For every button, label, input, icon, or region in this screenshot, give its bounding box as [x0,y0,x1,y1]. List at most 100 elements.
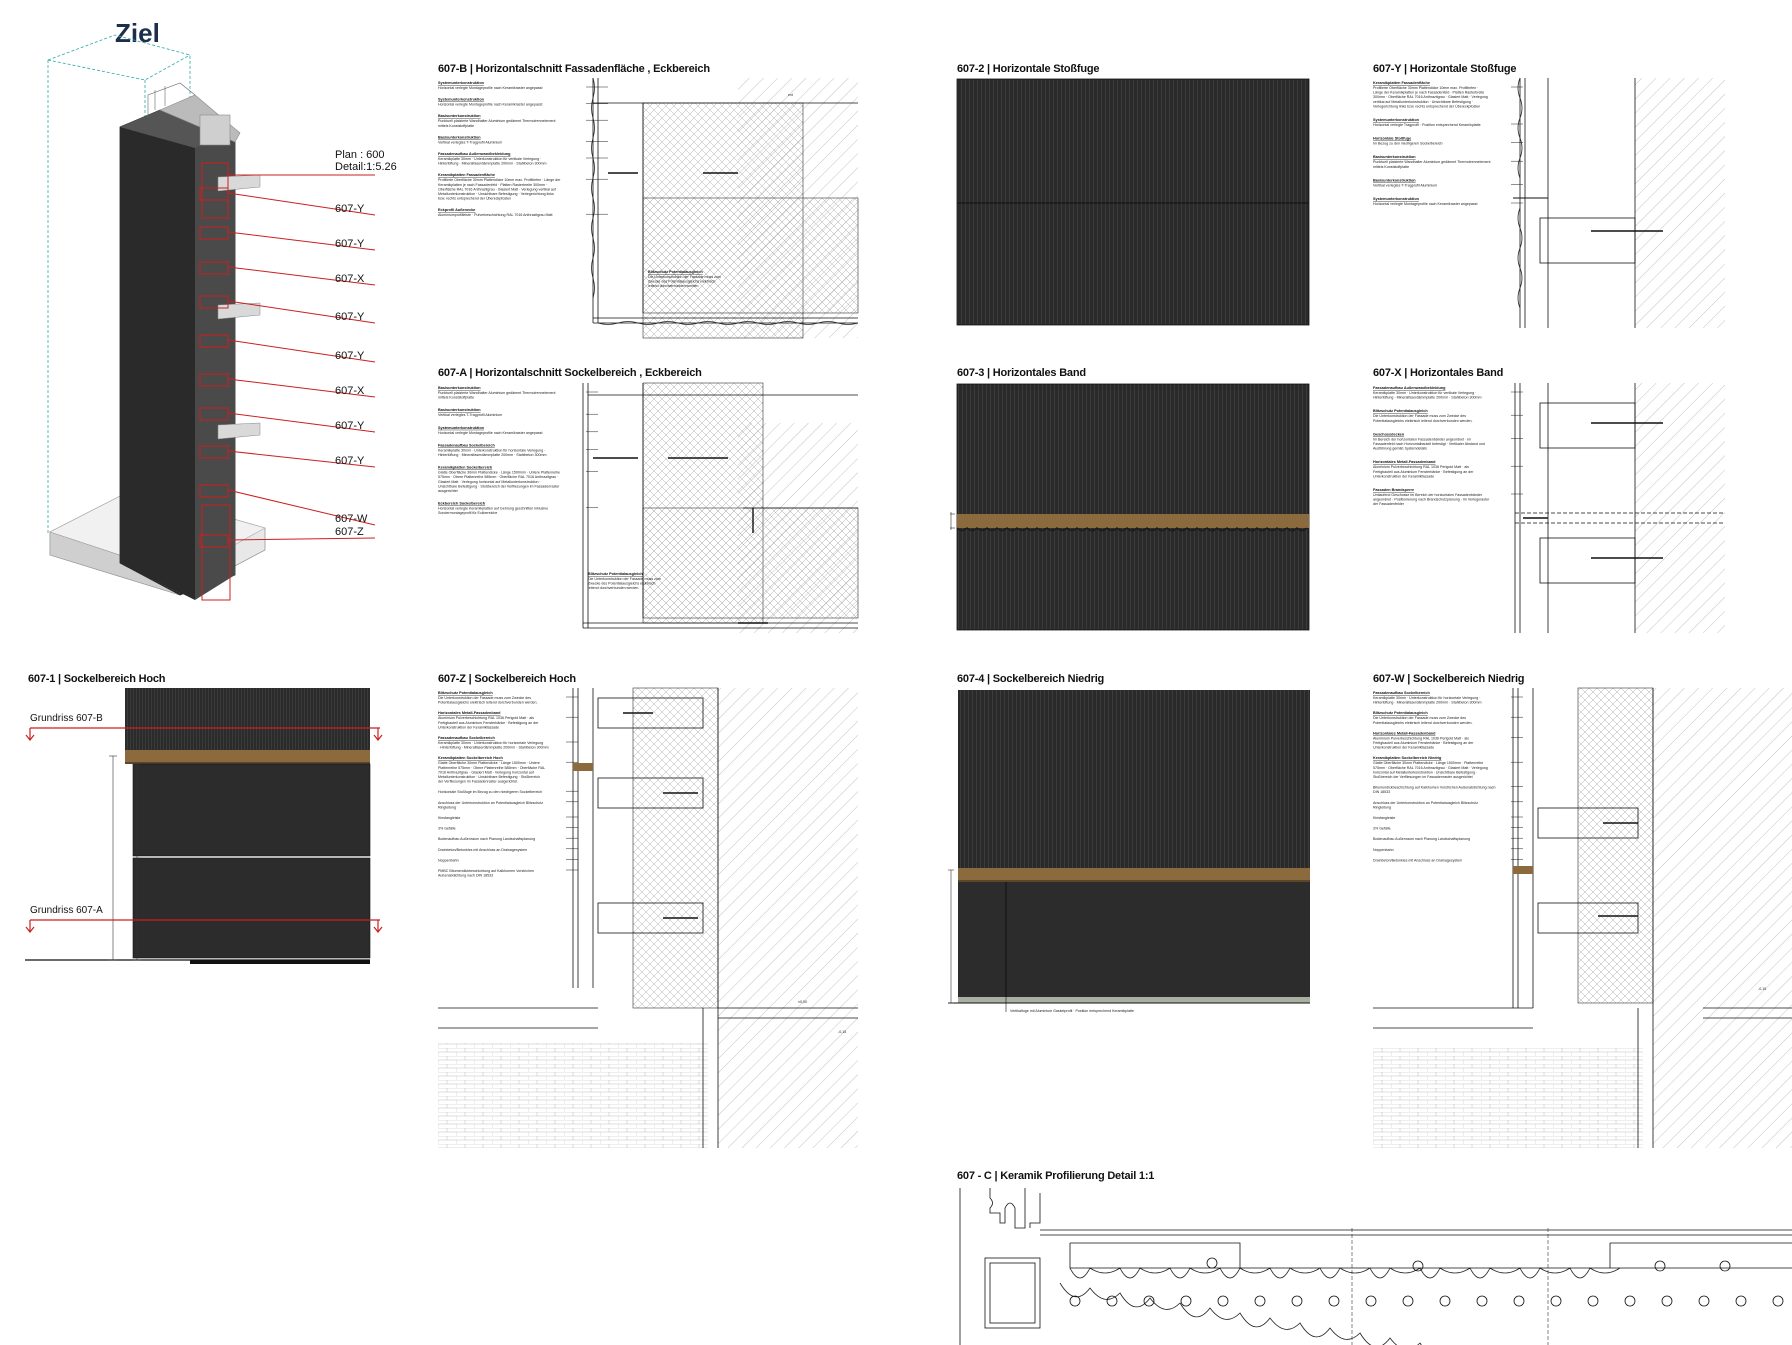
panel-title-607-Y: 607-Y | Horizontale Stoßfuge [1373,63,1517,75]
svg-text:Basisunterkonstruktion: Basisunterkonstruktion [438,114,481,118]
annotation-note: Noppenbahn [1373,848,1523,852]
panel-title-607-4: 607-4 | Sockelbereich Niedrig [957,673,1105,685]
svg-text:Hinterlüftung · Mineralfaserdä: Hinterlüftung · Mineralfaserdämmplatte 2… [1373,396,1481,400]
svg-text:Kiesfangleiste: Kiesfangleiste [1373,816,1395,820]
svg-text:Keramikplatten Fassadenfläche: Keramikplatten Fassadenfläche [1373,81,1430,85]
panel-title-607-1: 607-1 | Sockelbereich Hoch [28,673,166,685]
profile-hole [1439,1295,1451,1307]
svg-text:Horizontal verlegte Keramikpla: Horizontal verlegte Keramikplatten auf G… [438,507,548,511]
svg-text:Vertikal verlegtes T-Tragprofi: Vertikal verlegtes T-Tragprofil Aluminiu… [1373,183,1437,187]
callout-box-plan [201,162,229,219]
profile-hole [1106,1295,1118,1307]
svg-text:Außenabdichtung nach DIN 18533: Außenabdichtung nach DIN 18533 [438,874,493,878]
svg-text:Aluminium Pulverbeschichtung R: Aluminium Pulverbeschichtung RAL 1036 Pe… [1373,465,1469,469]
svg-text:Potentialausgleichs elektrisch: Potentialausgleichs elektrisch leitend d… [1373,419,1473,423]
callout-label: 607-Y [335,203,365,215]
svg-text:Fassaden Brandsperre: Fassaden Brandsperre [1373,488,1414,492]
grundriss-a-label: Grundriss 607-A [30,905,103,916]
svg-text:der Verfliesungen im Fassadenr: der Verfliesungen im Fassadenraster ausg… [438,780,517,784]
svg-text:Geschossdecken: Geschossdecken [1373,432,1405,436]
callout-label: 607-Y [335,238,365,250]
annotation-note: Horizontales Metall-FassadenbandAluminiu… [1373,731,1523,750]
svg-text:Systemunterkonstruktion: Systemunterkonstruktion [1373,118,1420,122]
svg-text:Fassadenaufbau Sockelbereich: Fassadenaufbau Sockelbereich [438,736,495,740]
svg-text:Basisunterkonstruktion: Basisunterkonstruktion [438,135,481,139]
profile-hole [1217,1295,1229,1307]
profile-detail-607-C [959,1188,1792,1345]
annotation-note: Anschluss der Unterkonstruktion an Poten… [1373,801,1523,809]
svg-text:Fassadenaufbau Sockelbereich: Fassadenaufbau Sockelbereich [1373,691,1430,695]
grundriss-b-label: Grundriss 607-B [30,713,103,724]
svg-text:Glatte Oberfläche 30mm Platten: Glatte Oberfläche 30mm Plattendicke · Lä… [1373,761,1483,765]
svg-text:Horizontal verlegte Tragprofil: Horizontal verlegte Tragprofil · Positio… [1373,123,1481,127]
svg-text:Unterkonstruktion der Keramikf: Unterkonstruktion der Keramikfassade [1373,474,1434,478]
svg-text:angeordnet · Positionierung na: angeordnet · Positionierung nach Brandsc… [1373,498,1490,502]
svg-text:Systemunterkonstruktion: Systemunterkonstruktion [1373,197,1420,201]
svg-text:Ausführung gemäß Systemdetails: Ausführung gemäß Systemdetails [1373,447,1427,451]
annotation-note: Bodenaufbau Außenraum nach Planung Lands… [438,837,578,841]
svg-text:DIN 18533: DIN 18533 [1373,790,1390,794]
callout-label: 607-Y [335,350,365,362]
callout-leader [227,266,376,286]
svg-text:Fertigbauteil aus Aluminium Fe: Fertigbauteil aus Aluminium Fensterbänke… [1373,470,1474,474]
annotation-note: Kiesfangleiste [438,816,578,820]
svg-text:ext: ext [788,93,793,97]
svg-text:Keramikplatten Sockelbereich H: Keramikplatten Sockelbereich Hoch [438,756,503,760]
svg-text:Horizontal verlegte Montagepro: Horizontal verlegte Montageprofile nach … [438,431,542,435]
svg-text:Punktuell platzierte Wandhalte: Punktuell platzierte Wandhalter Aluminiu… [1373,160,1490,164]
svg-text:300mm · Oberfläche RAL 7016 An: 300mm · Oberfläche RAL 7016 Anthrazitgra… [1373,95,1488,99]
callout-leader [227,537,376,541]
profile-hole [1328,1295,1340,1307]
svg-text:Zwecke des Potentialausgleichs: Zwecke des Potentialausgleichs elektrisc… [648,280,715,284]
svg-text:Sondermontageprofil für Eckber: Sondermontageprofil für Eckbereiche [438,511,497,515]
profile-hole [1365,1295,1377,1307]
svg-text:horizontal auf Metallunterkons: horizontal auf Metallunterkonstruktion ·… [1373,770,1477,774]
level-marker: ±0,00 [798,1000,807,1004]
callout-label: 607-Y [335,420,365,432]
svg-text:Oberfläche RAL 7016 Anthrazitg: Oberfläche RAL 7016 Anthrazitgrau · Glas… [438,187,556,191]
annotation-note: Fassadenaufbau SockelbereichKeramikplatt… [438,736,578,750]
annotation-note: Eckprofil AußeneckeAluminiumprofilleiste… [438,208,608,217]
profile-hole [1291,1295,1303,1307]
callout-label: 607-W [335,513,368,525]
detail-607-W: Fassadenaufbau SockelbereichKeramikplatt… [1373,687,1792,1148]
panel-title-607-3: 607-3 | Horizontales Band [957,367,1086,379]
svg-text:Eckbereich Sockelbereich: Eckbereich Sockelbereich [438,502,486,506]
profile-hole [1143,1295,1155,1307]
svg-text:Bitumendickbeschichtung auf Ka: Bitumendickbeschichtung auf Kalkhumen Vo… [1373,786,1495,790]
callout-box [199,407,229,421]
svg-text:leitend durchverbunden werden.: leitend durchverbunden werden. [588,586,639,590]
svg-text:Verlegerichtung links bzw. rec: Verlegerichtung links bzw. rechts entspr… [1373,104,1480,108]
svg-text:vertikal auf Metallunterkonstr: vertikal auf Metallunterkonstruktion · U… [1373,100,1473,104]
svg-text:Keramikplatten je nach Fassade: Keramikplatten je nach Fassadenfeld · Pl… [438,183,547,187]
callout-label: 607-Z [335,526,364,538]
svg-text:mittels Kunststoffplatte: mittels Kunststoffplatte [438,396,474,400]
svg-text:Drainbeton/Betonkies mit Ansch: Drainbeton/Betonkies mit Anschluss an Dr… [1373,858,1462,862]
panel-title-607-Z: 607-Z | Sockelbereich Hoch [438,673,576,685]
detail-607-Y: Keramikplatten FassadenflächeProfilierte… [1373,77,1725,328]
callout-box [199,445,229,459]
plan-label: Plan : 600 [335,149,385,161]
callout-leader [227,489,376,526]
annotation-note: Noppenbahn [438,858,578,862]
svg-text:Im Bezug zu den niedrigeren So: Im Bezug zu den niedrigeren Sockelbereic… [1373,142,1443,146]
vertikalfuge-note: Vertikalfuge mit Aluminium Gasketprofil … [1010,1009,1134,1013]
svg-text:Unsichtbare Befestigung · Stoß: Unsichtbare Befestigung · Stoßbereich de… [438,484,560,488]
svg-text:Profilierte Oberfläche 30mm Pl: Profilierte Oberfläche 30mm Plattendicke… [438,178,561,182]
profile-hole [1772,1295,1784,1307]
profile-hole [1402,1295,1414,1307]
callout-label: 607-X [335,273,365,285]
panel-title-607-2: 607-2 | Horizontale Stoßfuge [957,63,1100,75]
